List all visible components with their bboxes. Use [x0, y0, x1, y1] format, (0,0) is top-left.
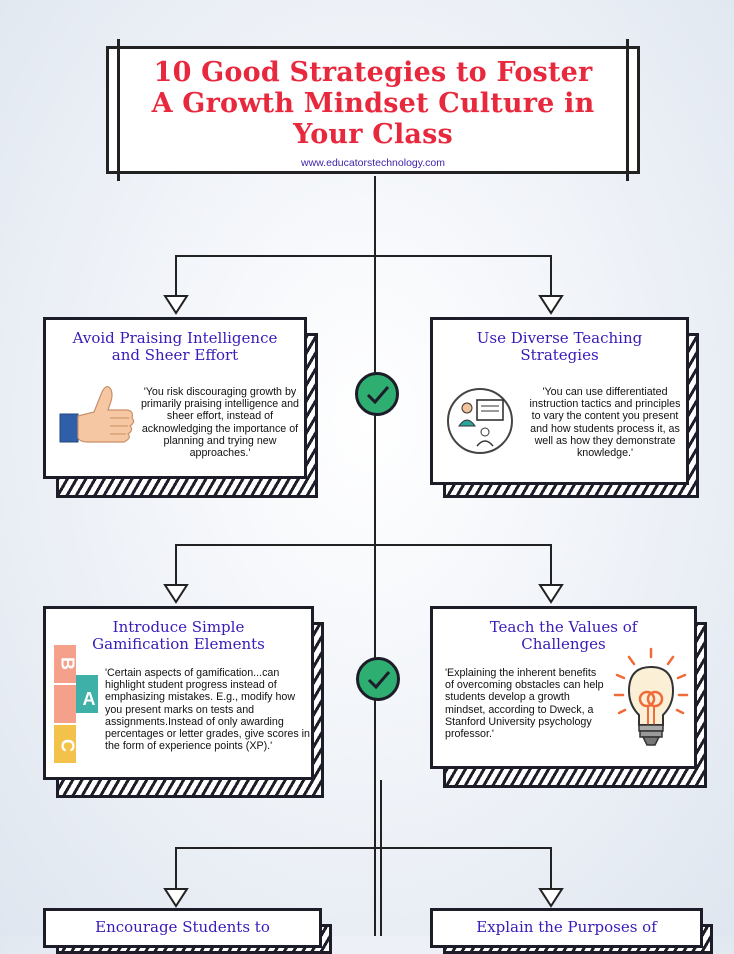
title-box: 10 Good Strategies to Foster A Growth Mi… [106, 39, 640, 181]
card-text: 'You risk discouraging growth by primari… [140, 386, 300, 460]
card-title: Teach the Values of Challenges [489, 618, 638, 653]
card-text: 'Explaining the inherent benefits of ove… [445, 667, 604, 741]
card-title: Use Diverse Teaching Strategies [476, 329, 643, 364]
block-letter-a: A [82, 689, 96, 709]
page-title: 10 Good Strategies to Foster A Growth Mi… [151, 57, 595, 150]
card-title: Explain the Purposes of [476, 918, 657, 936]
thumbs-up-icon [59, 386, 135, 443]
check-icon [355, 372, 399, 416]
block-letter-b: B [57, 657, 78, 670]
card-text: 'You can use differentiated instruction … [529, 386, 681, 460]
arrow-head [538, 888, 564, 908]
card-title: Introduce Simple Gamification Elements [92, 618, 265, 653]
card-title: Avoid Praising Intelligence and Sheer Ef… [72, 329, 278, 364]
strategy-card-challenges: Teach the Values of Challenges 'Explaini… [430, 606, 697, 769]
strategy-card-explain-purposes: Explain the Purposes of [430, 908, 703, 948]
strategy-card-gamification: Introduce Simple Gamification Elements B… [43, 606, 314, 780]
arrow-head [538, 295, 564, 315]
strategy-card-encourage-students: Encourage Students to [43, 908, 322, 948]
arrow-head [163, 888, 189, 908]
arrow-head [538, 584, 564, 604]
light-bulb-icon [613, 647, 689, 746]
arrow-head [163, 295, 189, 315]
strategy-card-diverse-teaching: Use Diverse Teaching Strategies 'You can… [430, 317, 689, 485]
abc-blocks-icon [54, 645, 98, 763]
arrow-head [163, 584, 189, 604]
strategy-card-praising: Avoid Praising Intelligence and Sheer Ef… [43, 317, 307, 479]
check-icon [356, 657, 400, 701]
card-text: 'Certain aspects of gamification...can h… [105, 667, 310, 753]
teacher-presentation-icon [447, 388, 513, 454]
block-letter-c: C [57, 739, 78, 752]
card-title: Encourage Students to [95, 918, 270, 936]
website-link[interactable]: www.educatorstechnology.com [301, 157, 445, 169]
